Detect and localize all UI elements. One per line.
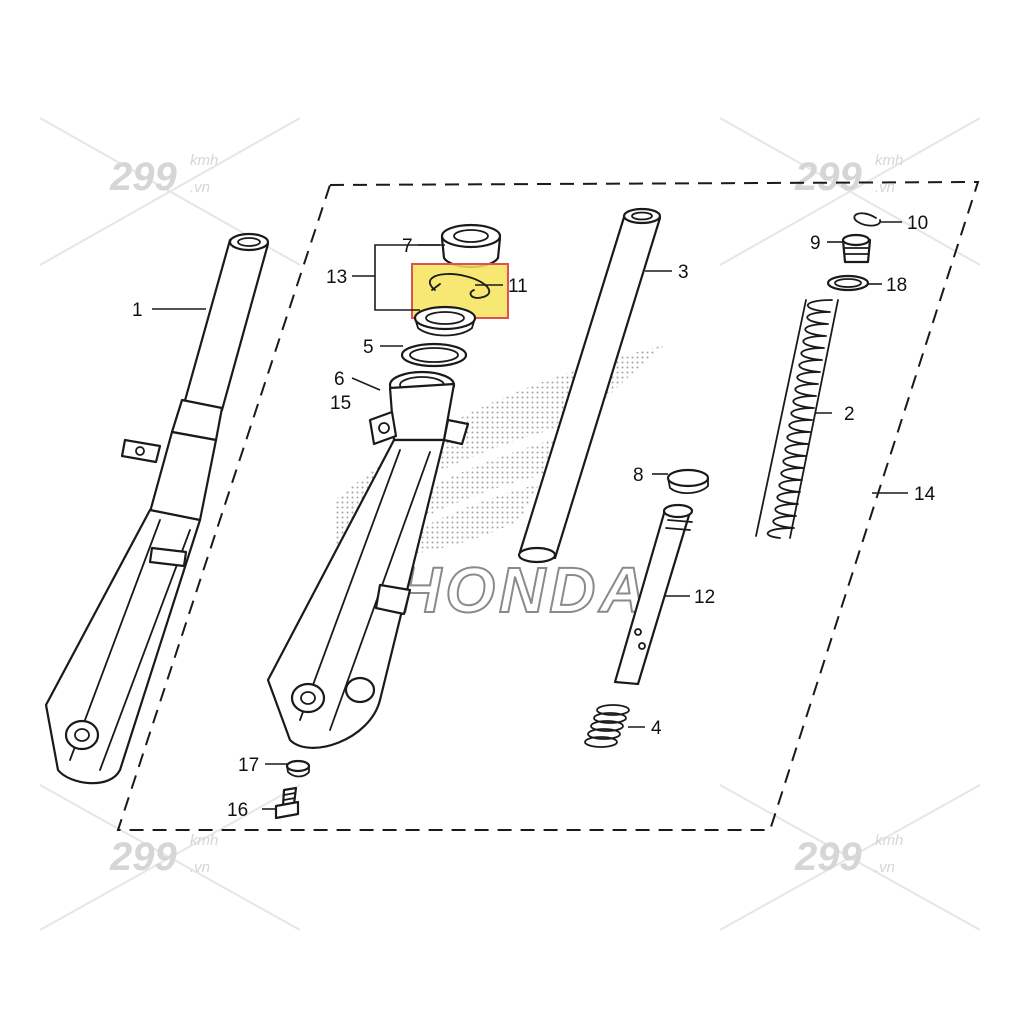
callout-15[interactable]: 15 bbox=[330, 393, 351, 414]
svg-text:kmh: kmh bbox=[190, 832, 218, 849]
callout-17[interactable]: 17 bbox=[238, 755, 259, 776]
washer-icon[interactable] bbox=[666, 468, 710, 494]
svg-text:kmh: kmh bbox=[190, 152, 218, 169]
sealing-washer-icon[interactable] bbox=[285, 759, 311, 778]
fork-spring-icon[interactable] bbox=[755, 299, 839, 539]
svg-text:.vn: .vn bbox=[875, 859, 895, 876]
callout-3[interactable]: 3 bbox=[678, 262, 689, 283]
callout-labels: 1 2 3 4 5 6 7 8 9 10 11 12 13 14 15 16 1… bbox=[132, 213, 936, 821]
callout-9[interactable]: 9 bbox=[810, 233, 821, 254]
dust-seal-icon[interactable] bbox=[413, 305, 477, 337]
callout-16[interactable]: 16 bbox=[227, 800, 248, 821]
callout-18[interactable]: 18 bbox=[886, 275, 907, 296]
svg-text:.vn: .vn bbox=[190, 179, 210, 196]
brand-name: HONDA bbox=[395, 554, 650, 626]
fork-slider-right[interactable] bbox=[266, 370, 470, 749]
svg-text:.vn: .vn bbox=[190, 859, 210, 876]
stopper-clip-icon[interactable] bbox=[428, 273, 491, 299]
fork-pipe-icon[interactable] bbox=[517, 207, 662, 564]
callout-5[interactable]: 5 bbox=[363, 337, 374, 358]
oil-seal-icon[interactable] bbox=[440, 223, 502, 268]
callout-12[interactable]: 12 bbox=[694, 587, 715, 608]
o-ring-icon[interactable] bbox=[826, 274, 870, 292]
callout-13[interactable]: 13 bbox=[326, 267, 347, 288]
svg-text:299: 299 bbox=[109, 155, 177, 199]
damper-rod-icon[interactable] bbox=[613, 503, 694, 686]
watermark-logo-bottom-left: 299 kmh .vn bbox=[109, 832, 218, 879]
callout-4[interactable]: 4 bbox=[651, 718, 662, 739]
watermark-logo-top-right: 299 kmh .vn bbox=[794, 152, 903, 199]
rebound-spring-icon[interactable] bbox=[584, 704, 630, 748]
watermark-logo-top-left: 299 kmh .vn bbox=[109, 152, 218, 199]
callout-11[interactable]: 11 bbox=[508, 276, 528, 297]
callout-2[interactable]: 2 bbox=[844, 404, 855, 425]
svg-text:299: 299 bbox=[794, 155, 862, 199]
callout-14[interactable]: 14 bbox=[914, 484, 936, 505]
svg-text:299: 299 bbox=[794, 835, 862, 879]
watermark-crosses bbox=[39, 117, 981, 931]
callout-10[interactable]: 10 bbox=[907, 213, 928, 234]
callout-8[interactable]: 8 bbox=[633, 465, 644, 486]
leader-lines bbox=[152, 221, 908, 810]
watermark-logo-bottom-right: 299 kmh .vn bbox=[794, 832, 903, 879]
fork-bolt-icon[interactable] bbox=[841, 233, 872, 264]
svg-text:299: 299 bbox=[109, 835, 177, 879]
svg-text:kmh: kmh bbox=[875, 832, 903, 849]
callout-7[interactable]: 7 bbox=[402, 236, 413, 257]
bolt-icon[interactable] bbox=[274, 786, 300, 820]
callout-1[interactable]: 1 bbox=[132, 300, 143, 321]
svg-text:kmh: kmh bbox=[875, 152, 903, 169]
callout-6[interactable]: 6 bbox=[334, 369, 345, 390]
fork-assembly-left[interactable] bbox=[44, 232, 270, 785]
back-up-ring-icon[interactable] bbox=[400, 342, 468, 368]
circlip-icon[interactable] bbox=[853, 212, 881, 227]
